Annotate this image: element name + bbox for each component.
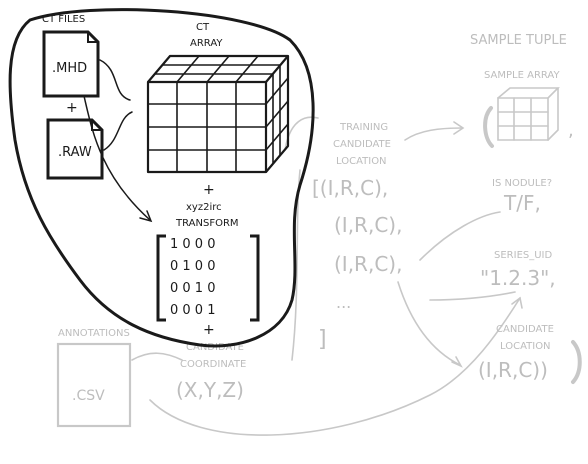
xyz2irc-label: xyz2irc [186,202,222,213]
irc-entry-3: (I,R,C), [334,252,402,276]
training-to-sample-arrow [404,127,463,141]
list-to-location-arrow [397,281,461,366]
plus-sign-matrix: + [203,322,215,338]
sample-tuple-title: SAMPLE TUPLE [470,33,567,48]
series-uid-label: SERIES_UID [494,250,552,261]
csv-file-box [56,342,132,428]
raw-to-array-arrow [103,111,133,151]
ct-array-cube [146,54,290,174]
candidate-coordinate-label-2: COORDINATE [180,359,246,370]
mhd-to-transform-arrow [83,95,151,221]
xyz-coordinate: (X,Y,Z) [176,378,244,402]
candidate-location-label-2: LOCATION [500,341,551,352]
ct-scope-loop [8,8,315,348]
plus-sign-files: + [66,100,78,116]
mhd-to-array-arrow [99,59,131,101]
sample-array-label: SAMPLE ARRAY [484,70,560,81]
mhd-label: .MHD [52,61,87,76]
plus-sign-array: + [203,182,215,198]
training-label-2: CANDIDATE [333,139,391,150]
raw-label: .RAW [58,145,92,160]
list-ellipsis: ... [336,293,351,312]
ct-to-training-arrow [284,116,319,151]
csv-to-coordinate-arrow [131,352,183,361]
ct-array-label-2: ARRAY [190,38,223,49]
tuple-comma: , [568,120,574,141]
training-label-3: LOCATION [336,156,387,167]
matrix-row-1: 1 0 0 0 [170,237,215,252]
candidate-location-label-1: CANDIDATE [496,324,554,335]
true-false-value: T/F, [503,191,541,215]
ct-files-label: CT FILES [42,14,85,25]
matrix-row-2: 0 1 0 0 [170,259,215,274]
list-close-bracket: ] [318,327,327,352]
training-label-1: TRAINING [339,122,388,133]
sample-array-cube [497,87,560,141]
series-uid-value: "1.2.3", [480,266,556,290]
candidate-location-value: (I,R,C)) [478,358,548,382]
matrix-left-bracket [156,234,166,322]
mhd-file-box [42,30,100,98]
transform-label: TRANSFORM [175,218,239,229]
list-to-nodule-arrow [419,211,501,261]
ct-array-label-1: CT [196,22,210,33]
csv-label: .CSV [72,388,105,404]
irc-entry-2: (I,R,C), [334,213,402,237]
list-to-uid-arrow [429,291,516,301]
irc-entry-1: [(I,R,C), [312,176,388,200]
csv-to-sample-arrow [149,297,521,436]
matrix-row-4: 0 0 0 1 [170,303,215,318]
annotations-label: ANNOTATIONS [58,328,130,339]
is-nodule-label: IS NODULE? [492,178,552,189]
matrix-right-bracket [250,234,260,322]
matrix-row-3: 0 0 1 0 [170,281,215,296]
